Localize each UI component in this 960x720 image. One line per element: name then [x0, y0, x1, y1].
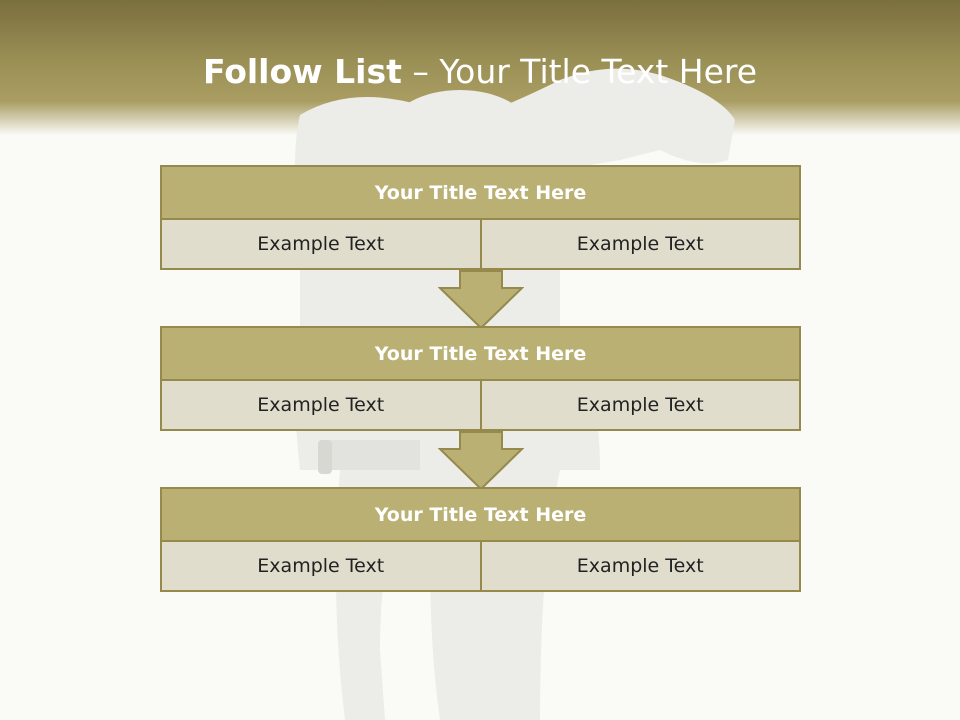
down-arrow-icon: [438, 270, 524, 330]
step-cell-right: Example Text: [481, 381, 801, 431]
step-block-3: Your Title Text Here Example Text Exampl…: [160, 487, 801, 592]
step-row: Example Text Example Text: [160, 542, 801, 592]
step-row: Example Text Example Text: [160, 220, 801, 270]
step-cell-right: Example Text: [481, 542, 801, 592]
slide-title: Follow List – Your Title Text Here: [0, 52, 960, 91]
step-title: Your Title Text Here: [160, 165, 801, 220]
step-cell-left: Example Text: [160, 542, 482, 592]
step-cell-left: Example Text: [160, 220, 482, 270]
step-cell-left: Example Text: [160, 381, 482, 431]
step-row: Example Text Example Text: [160, 381, 801, 431]
step-title: Your Title Text Here: [160, 326, 801, 381]
step-title: Your Title Text Here: [160, 487, 801, 542]
slide-title-bold: Follow List: [202, 52, 402, 91]
slide-title-rest: – Your Title Text Here: [401, 52, 758, 91]
down-arrow-icon: [438, 431, 524, 491]
step-cell-right: Example Text: [481, 220, 801, 270]
step-block-1: Your Title Text Here Example Text Exampl…: [160, 165, 801, 270]
step-block-2: Your Title Text Here Example Text Exampl…: [160, 326, 801, 431]
